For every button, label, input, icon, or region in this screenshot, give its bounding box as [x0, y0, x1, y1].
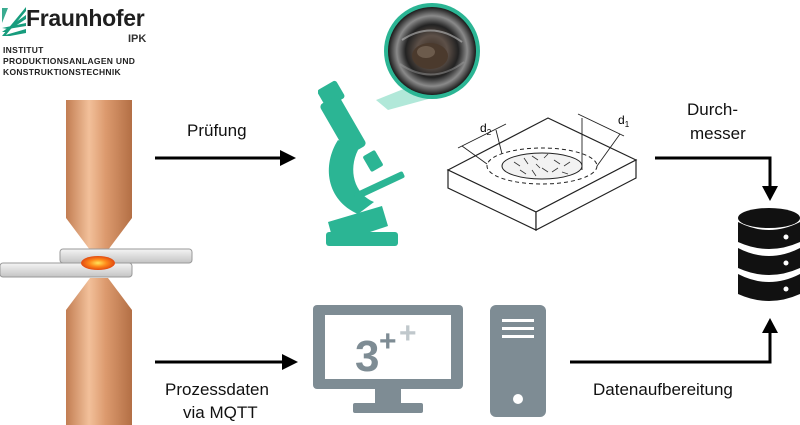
upper-electrode	[66, 100, 132, 250]
weld-spot-sample-icon: d2 d1	[446, 113, 638, 231]
institute-line-3: KONSTRUKTIONSTECHNIK	[3, 67, 121, 77]
institute-name: INSTITUT PRODUKTIONSANLAGEN UND KONSTRUK…	[3, 45, 135, 78]
weld-nugget	[81, 256, 115, 270]
label-prozessdaten-2: via MQTT	[183, 403, 258, 422]
label-durchmesser-1: Durch-	[687, 100, 739, 119]
arrow-datenaufbereitung	[570, 330, 772, 364]
lower-electrode	[66, 278, 132, 425]
label-prozessdaten-1: Prozessdaten	[165, 380, 269, 399]
pc-tower-icon	[490, 305, 546, 417]
d2-label: d2	[480, 121, 492, 137]
welding-electrode-icon	[0, 100, 193, 425]
institute-line-1: INSTITUT	[3, 45, 44, 55]
monitor-plus-1: +	[379, 325, 397, 358]
monitor-digit: 3	[355, 332, 379, 381]
label-datenaufbereitung: Datenaufbereitung	[593, 380, 733, 399]
monitor-plus-2: +	[399, 317, 417, 350]
database-icon	[738, 208, 800, 301]
label-durchmesser-2: messer	[690, 124, 746, 143]
logo-name: Fraunhofer	[26, 5, 145, 31]
monitor-icon: 3 + +	[313, 305, 463, 413]
label-pruefung: Prüfung	[187, 121, 247, 140]
fraunhofer-logo-icon	[2, 7, 26, 36]
arrow-durchmesser	[655, 156, 772, 190]
institute-line-2: PRODUKTIONSANLAGEN UND	[3, 56, 136, 66]
d1-label: d1	[618, 113, 630, 129]
logo-unit: IPK	[128, 33, 147, 45]
micrograph-icon	[384, 3, 480, 99]
